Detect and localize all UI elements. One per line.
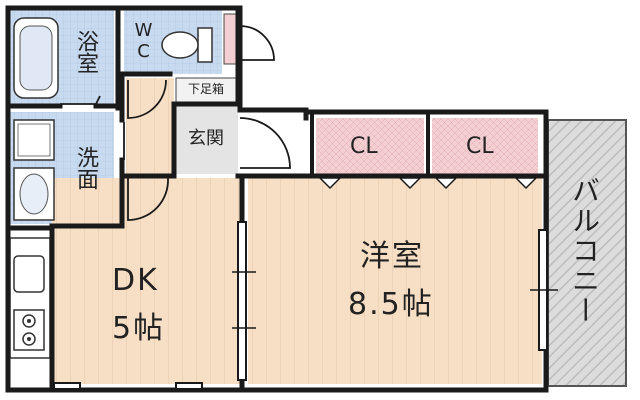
sink (13, 255, 45, 293)
closet-right-label: CL (466, 134, 494, 159)
western-room-size: 8.5帖 (348, 287, 434, 322)
toilet-bowl (161, 31, 199, 59)
dk-name: DK (112, 263, 159, 298)
dk-floor (52, 178, 242, 384)
closet-doors (318, 177, 538, 190)
burner-1 (22, 314, 36, 328)
western-floor (248, 178, 542, 384)
entrance-area (176, 104, 238, 174)
closet-left-label: CL (350, 134, 378, 159)
western-room-name: 洋室 (360, 239, 424, 274)
doors (60, 25, 291, 221)
closet-right-area (432, 118, 538, 176)
stove (13, 309, 45, 351)
balcony-area (547, 119, 627, 387)
dk-size: 5帖 (112, 311, 166, 346)
toilet-tank (197, 27, 213, 63)
closet-left-area (316, 118, 424, 176)
wc-label: WC (133, 20, 154, 62)
shoe-box-area (175, 77, 239, 103)
washroom-label: 洗面 (73, 146, 98, 190)
bath-label: 浴室 (73, 30, 98, 74)
burner-2 (22, 332, 36, 346)
shoe-box-label: 下足箱 (188, 82, 225, 96)
balcony-label: バルコニー (568, 176, 601, 326)
entrance-label: 玄関 (188, 128, 224, 149)
washing-machine-pan (13, 119, 55, 161)
